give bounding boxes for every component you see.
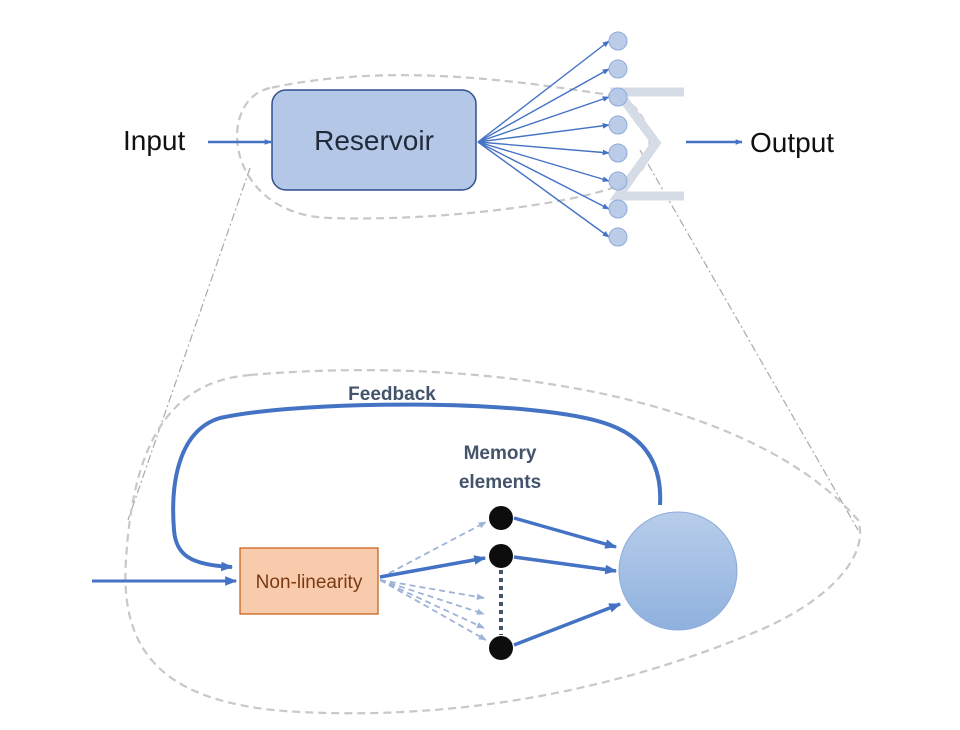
readout-node <box>608 171 628 191</box>
feedback-label: Feedback <box>348 384 436 405</box>
readout-node <box>608 199 628 219</box>
memory-element <box>489 636 513 660</box>
reservoir-label: Reservoir <box>314 125 434 156</box>
nonlinearity-label: Non-linearity <box>256 572 363 593</box>
nonlinearity-to-memory-arrow <box>379 555 487 579</box>
memory-label-line1: Memory <box>464 443 537 464</box>
readout-node <box>608 143 628 163</box>
output-label: Output <box>750 127 834 158</box>
nonlinearity-dashed-connections <box>379 521 487 641</box>
memory-label-line2: elements <box>459 472 541 493</box>
readout-nodes <box>608 31 628 247</box>
readout-connections <box>477 40 610 238</box>
nonlinearity-box <box>239 547 379 615</box>
memory-element <box>489 544 513 568</box>
sigma-icon <box>609 87 684 201</box>
feedback-loop <box>171 402 663 572</box>
big-node <box>618 511 738 631</box>
readout-node <box>608 115 628 135</box>
readout-node <box>608 227 628 247</box>
zoom-line-right <box>639 149 859 531</box>
readout-node <box>608 31 628 51</box>
reservoir-box <box>271 89 477 191</box>
readout-node <box>608 59 628 79</box>
readout-node <box>608 87 628 107</box>
input-label: Input <box>123 125 185 156</box>
memory-to-node-connections <box>513 516 622 647</box>
node-outline <box>124 369 862 715</box>
zoom-line-left <box>127 167 251 521</box>
memory-element <box>489 506 513 530</box>
